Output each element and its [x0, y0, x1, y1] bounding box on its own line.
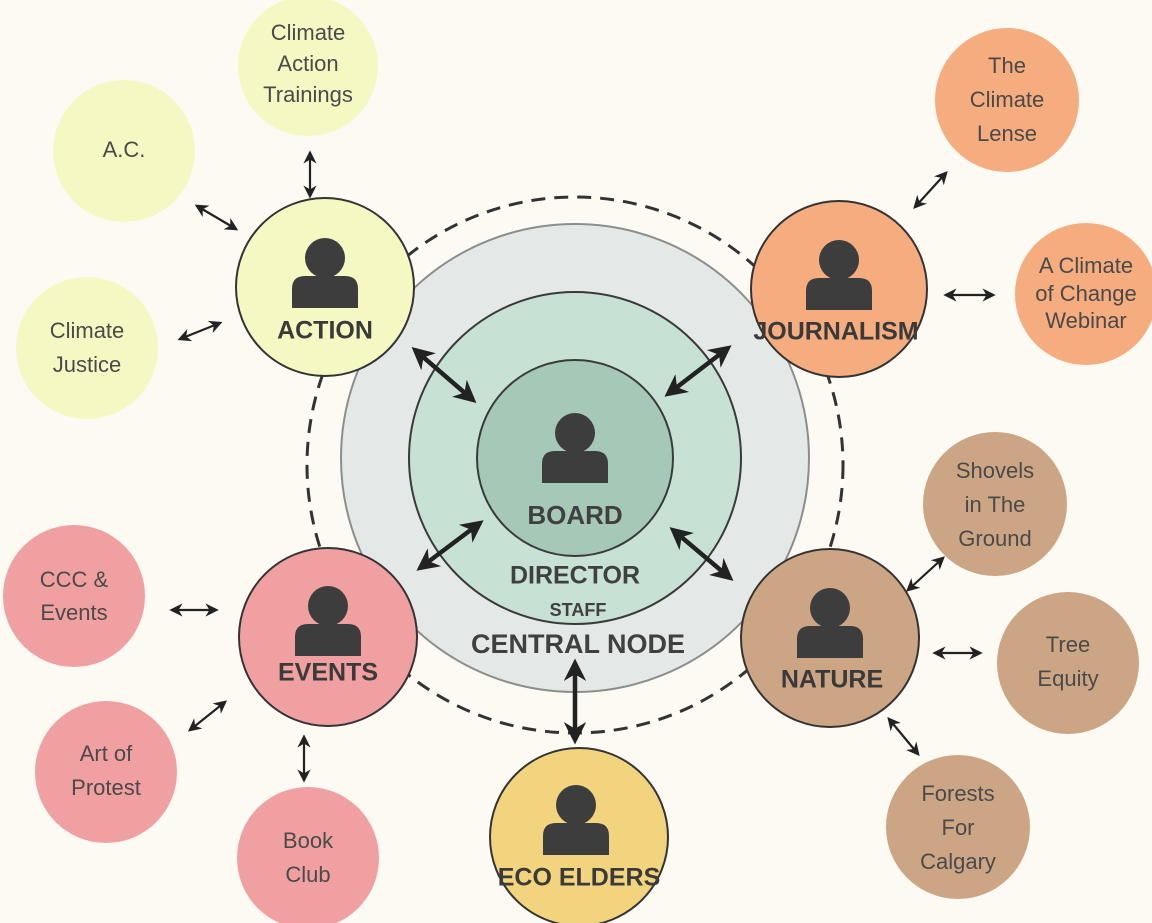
svg-text:Art of: Art of	[80, 741, 133, 766]
arrow-action-ac	[194, 204, 239, 231]
leaf-book-club: Book Club	[237, 787, 379, 923]
arrow-core-nature	[669, 527, 734, 581]
leaf-ccc-events: CCC & Events	[3, 525, 145, 667]
svg-text:Shovels: Shovels	[956, 458, 1034, 483]
svg-text:Book: Book	[283, 828, 334, 853]
svg-text:For: For	[942, 815, 975, 840]
svg-text:A.C.: A.C.	[103, 137, 146, 162]
hub-nature: NATURE	[740, 548, 920, 728]
central-node-label: CENTRAL NODE	[471, 629, 685, 659]
svg-text:of Change: of Change	[1035, 281, 1137, 306]
arrow-core-journalism	[664, 345, 732, 397]
leaf-climate-action-trainings: Climate Action Trainings	[238, 0, 378, 136]
arrow-journalism-lense	[913, 171, 948, 209]
svg-text:Climate: Climate	[50, 318, 125, 343]
svg-text:ACTION: ACTION	[277, 317, 373, 345]
arrow-core-action	[411, 347, 477, 403]
svg-text:CCC &: CCC &	[40, 567, 109, 592]
svg-text:Events: Events	[40, 600, 107, 625]
arrow-action-justice	[177, 320, 223, 342]
svg-text:The: The	[988, 53, 1026, 78]
leaf-tree-equity: Tree Equity	[997, 592, 1139, 734]
leaf-shovels-in-the-ground: Shovels in The Ground	[923, 432, 1067, 576]
arrow-events-protest	[187, 700, 228, 732]
svg-text:Forests: Forests	[921, 781, 994, 806]
hub-events: EVENTS	[238, 547, 418, 727]
svg-text:A Climate: A Climate	[1039, 253, 1133, 278]
svg-text:Calgary: Calgary	[920, 849, 996, 874]
svg-text:in The: in The	[965, 492, 1026, 517]
svg-text:ECO ELDERS: ECO ELDERS	[498, 864, 661, 892]
svg-text:EVENTS: EVENTS	[278, 659, 378, 687]
arrow-nature-shovels	[906, 556, 945, 592]
svg-text:Webinar: Webinar	[1045, 308, 1127, 333]
svg-text:Justice: Justice	[53, 352, 121, 377]
hub-action: ACTION	[235, 197, 415, 377]
board-label: BOARD	[527, 500, 622, 530]
hub-eco-elders: ECO ELDERS	[489, 747, 669, 923]
leaf-climate-lense: The Climate Lense	[935, 28, 1079, 172]
hub-journalism: JOURNALISM	[750, 200, 928, 378]
svg-text:Protest: Protest	[71, 775, 141, 800]
arrow-nature-forests	[887, 716, 920, 757]
leaf-art-of-protest: Art of Protest	[35, 701, 177, 843]
svg-text:Trainings: Trainings	[263, 82, 353, 107]
svg-text:Climate: Climate	[970, 87, 1045, 112]
leaf-ac: A.C.	[53, 80, 195, 222]
svg-text:Club: Club	[285, 862, 330, 887]
leaf-forests-for-calgary: Forests For Calgary	[886, 755, 1030, 899]
director-label: DIRECTOR	[510, 562, 640, 590]
arrow-core-events	[416, 520, 484, 571]
staff-label: STAFF	[550, 600, 607, 620]
svg-text:NATURE: NATURE	[781, 666, 883, 694]
svg-text:Ground: Ground	[958, 526, 1031, 551]
svg-text:Tree: Tree	[1046, 632, 1090, 657]
svg-text:JOURNALISM: JOURNALISM	[753, 318, 918, 346]
svg-text:Climate: Climate	[271, 20, 346, 45]
svg-text:Lense: Lense	[977, 121, 1037, 146]
svg-text:Action: Action	[277, 51, 338, 76]
svg-text:Equity: Equity	[1037, 666, 1098, 691]
leaf-climate-justice: Climate Justice	[16, 277, 158, 419]
leaf-climate-of-change-webinar: A Climate of Change Webinar	[1015, 223, 1152, 365]
